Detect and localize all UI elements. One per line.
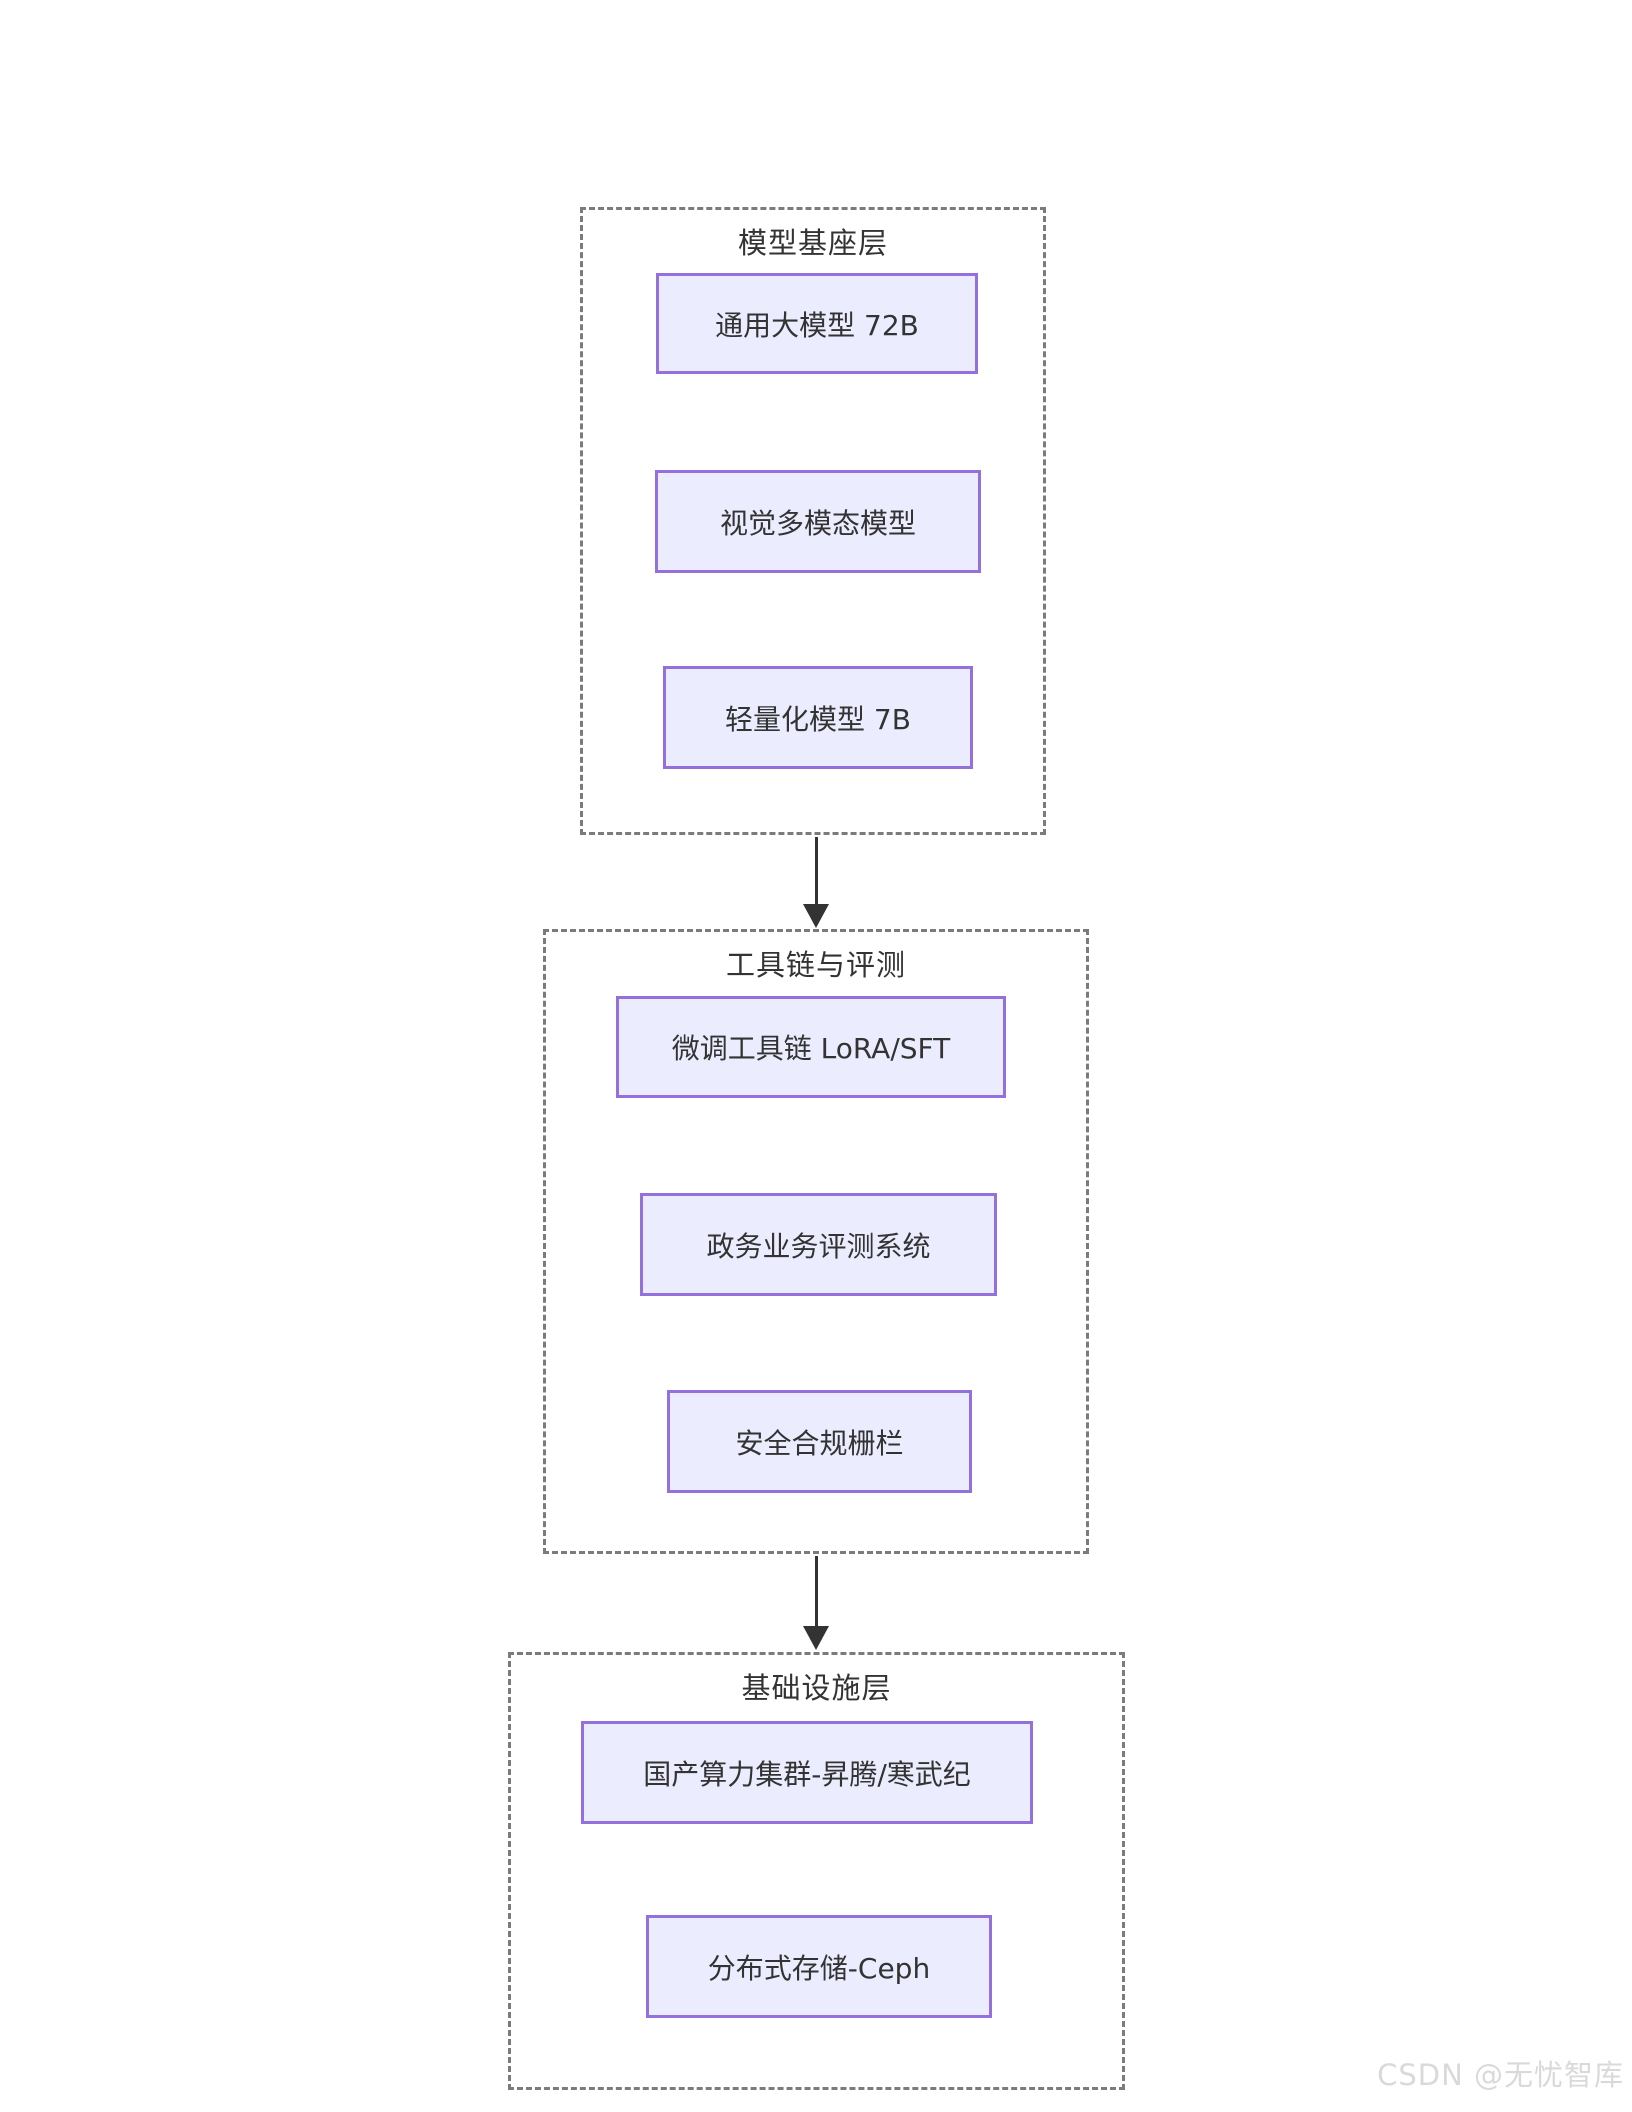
node-finetune-toolchain-lora-sft: 微调工具链 LoRA/SFT [616,996,1006,1098]
node-label: 安全合规栅栏 [735,1426,904,1460]
node-gov-business-eval-system: 政务业务评测系统 [640,1193,997,1296]
cluster-title-model-base-layer: 模型基座层 [737,226,888,260]
arrow-line [814,837,818,904]
watermark: CSDN @无忧智库 [1377,2058,1624,2092]
node-security-compliance-guardrail: 安全合规栅栏 [667,1390,972,1493]
cluster-title-toolchain-evaluation: 工具链与评测 [725,948,906,982]
node-label: 通用大模型 72B [715,308,919,342]
node-label: 政务业务评测系统 [706,1229,931,1263]
node-distributed-storage-ceph: 分布式存储-Ceph [646,1915,992,2018]
node-label: 轻量化模型 7B [725,702,911,736]
arrow-down-icon [803,1626,829,1650]
node-label: 微调工具链 LoRA/SFT [671,1032,951,1065]
node-domestic-compute-cluster: 国产算力集群-昇腾/寒武纪 [581,1721,1033,1824]
node-lightweight-model-7b: 轻量化模型 7B [663,666,973,769]
node-vision-multimodal-model: 视觉多模态模型 [655,470,981,573]
arrow-line [814,1556,818,1626]
node-label: 国产算力集群-昇腾/寒武纪 [643,1757,971,1791]
node-label: 分布式存储-Ceph [707,1951,931,1985]
cluster-model-base-layer: 模型基座层 通用大模型 72B 视觉多模态模型 轻量化模型 7B [580,207,1046,835]
flow-arrow-2 [801,1556,831,1650]
cluster-toolchain-evaluation: 工具链与评测 微调工具链 LoRA/SFT 政务业务评测系统 安全合规栅栏 [543,929,1089,1554]
cluster-title-infrastructure-layer: 基础设施层 [741,1671,892,1705]
arrow-down-icon [803,904,829,928]
flow-arrow-1 [801,837,831,928]
cluster-infrastructure-layer: 基础设施层 国产算力集群-昇腾/寒武纪 分布式存储-Ceph [508,1652,1125,2090]
node-label: 视觉多模态模型 [719,506,916,540]
node-general-llm-72b: 通用大模型 72B [656,273,978,374]
